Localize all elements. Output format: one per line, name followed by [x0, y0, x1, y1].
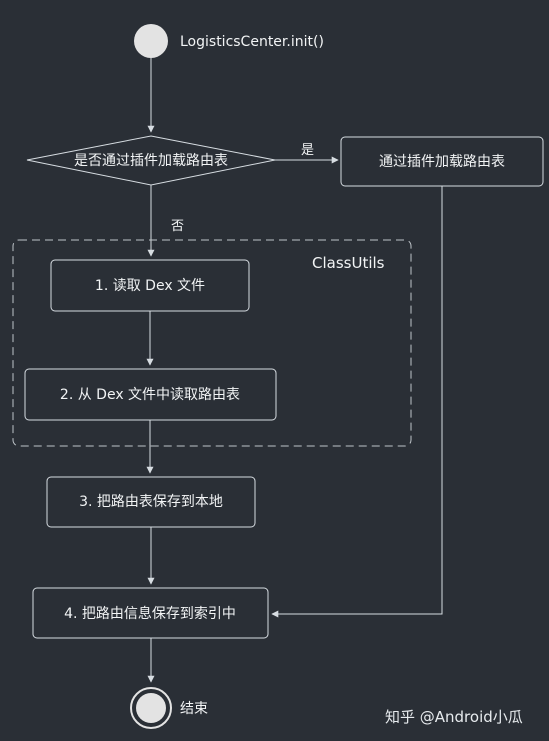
plugin-load-label: 通过插件加载路由表: [379, 154, 505, 170]
start-node: [134, 24, 168, 58]
step-1-label: 1. 读取 Dex 文件: [95, 277, 205, 294]
step-4-label: 4. 把路由信息保存到索引中: [64, 605, 236, 622]
step-2-label: 2. 从 Dex 文件中读取路由表: [60, 386, 240, 403]
edge-plugin-to-step-4: [271, 186, 443, 618]
end-label: 结束: [180, 701, 208, 717]
watermark-text: 知乎 @Android小瓜: [385, 708, 523, 726]
yes-label: 是: [301, 143, 314, 158]
classutils-label: ClassUtils: [312, 254, 385, 272]
no-label: 否: [171, 219, 184, 234]
end-node-outer: [130, 687, 172, 729]
start-label: LogisticsCenter.init(): [180, 34, 324, 50]
decision-label: 是否通过插件加载路由表: [74, 153, 228, 169]
end-node-inner: [136, 693, 166, 723]
step-3-label: 3. 把路由表保存到本地: [79, 494, 223, 510]
